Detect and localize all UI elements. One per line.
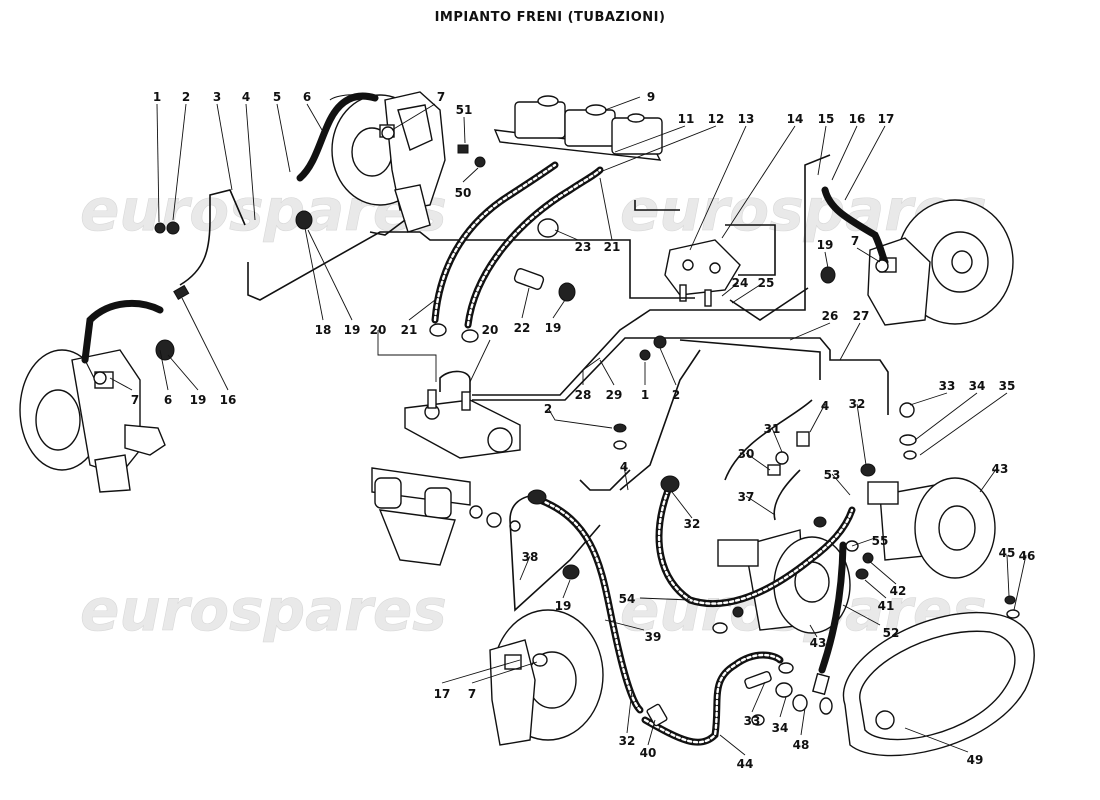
callout-30: 30	[738, 447, 755, 461]
callout-32-right: 32	[849, 397, 866, 411]
callout-37: 37	[738, 490, 755, 504]
callout-53: 53	[824, 468, 841, 482]
callout-39: 39	[645, 630, 662, 644]
brake-disc-front-right	[867, 199, 1014, 326]
callout-42: 42	[890, 584, 907, 598]
callout-19-top-right: 19	[817, 238, 834, 252]
callout-9: 9	[647, 90, 655, 104]
callout-54: 54	[619, 592, 636, 606]
page-title: IMPIANTO FRENI (TUBAZIONI)	[434, 10, 666, 25]
callout-29: 29	[606, 388, 623, 402]
callout-6-left: 6	[164, 393, 172, 407]
brake-disc-rear-right	[489, 609, 604, 746]
small-parts	[93, 126, 1020, 727]
callout-32-bottom: 32	[619, 734, 636, 748]
callout-48: 48	[793, 738, 810, 752]
callout-7-top-right: 7	[851, 234, 859, 248]
callout-41: 41	[878, 599, 895, 613]
callout-52: 52	[883, 626, 900, 640]
callout-50: 50	[455, 186, 472, 200]
callout-19-left: 19	[190, 393, 207, 407]
leader-lines	[109, 96, 1027, 756]
callout-40: 40	[640, 746, 657, 760]
callout-1: 1	[153, 90, 161, 104]
callout-11: 11	[678, 112, 695, 126]
callout-2-mid: 2	[672, 388, 680, 402]
callout-26: 26	[822, 309, 839, 323]
callout-35: 35	[999, 379, 1016, 393]
callout-17: 17	[878, 112, 895, 126]
callout-13: 13	[738, 112, 755, 126]
callout-19-mid-left: 19	[344, 323, 361, 337]
callout-6: 6	[303, 90, 311, 104]
flexible-hoses	[81, 92, 889, 746]
callout-34-top: 34	[969, 379, 986, 393]
callout-21-top: 21	[604, 240, 621, 254]
callout-16: 16	[849, 112, 866, 126]
callout-16-left: 16	[220, 393, 237, 407]
callout-46: 46	[1019, 549, 1036, 563]
callout-43-right: 43	[992, 462, 1009, 476]
callout-17-bottom: 17	[434, 687, 451, 701]
callout-45: 45	[999, 546, 1016, 560]
brake-disc-rear-left	[19, 349, 166, 493]
callout-49: 49	[967, 753, 984, 767]
callout-31: 31	[764, 422, 781, 436]
callout-33-bottom: 33	[744, 714, 761, 728]
callout-43-center: 43	[810, 636, 827, 650]
callout-4: 4	[242, 90, 250, 104]
callout-24: 24	[732, 276, 749, 290]
callout-14: 14	[787, 112, 804, 126]
callout-22: 22	[514, 321, 531, 335]
callout-5: 5	[273, 90, 281, 104]
callout-4-right: 4	[821, 399, 829, 413]
callout-7-left: 7	[131, 393, 139, 407]
callout-7-bottom: 7	[468, 687, 476, 701]
callout-2-lower: 2	[544, 402, 552, 416]
callout-21-mid: 21	[401, 323, 418, 337]
callout-34-bottom: 34	[772, 721, 789, 735]
distribution-block	[664, 239, 741, 307]
callout-27: 27	[853, 309, 870, 323]
callout-32-mid: 32	[684, 517, 701, 531]
callout-1-mid: 1	[641, 388, 649, 402]
callout-3: 3	[213, 90, 221, 104]
callout-20-right: 20	[482, 323, 499, 337]
filter-cover	[842, 612, 1035, 757]
fluid-reservoir-assembly	[493, 95, 663, 161]
callout-20-left: 20	[370, 323, 387, 337]
callout-12: 12	[708, 112, 725, 126]
callout-7: 7	[437, 90, 445, 104]
rigid-pipes	[84, 94, 889, 612]
callout-19-bottom: 19	[555, 599, 572, 613]
callout-33-top: 33	[939, 379, 956, 393]
servo-unit-right	[867, 477, 996, 579]
callout-labels: 1 2 3 4 5 6 7 9 11 12 13 14 15 16 17 51 …	[131, 90, 1036, 771]
manifold-fragment	[371, 467, 521, 566]
watermark-bottom-left: eurospares	[80, 576, 447, 644]
callout-55: 55	[872, 534, 889, 548]
callout-25: 25	[758, 276, 775, 290]
servo-unit-center	[717, 529, 851, 634]
callout-15: 15	[818, 112, 835, 126]
callout-2: 2	[182, 90, 190, 104]
master-cylinder	[404, 389, 521, 459]
callout-18: 18	[315, 323, 332, 337]
callout-38: 38	[522, 550, 539, 564]
callout-28: 28	[575, 388, 592, 402]
callout-19-mid: 19	[545, 321, 562, 335]
callout-44: 44	[737, 757, 754, 771]
callout-23: 23	[575, 240, 592, 254]
callout-51: 51	[456, 103, 473, 117]
callout-4-lower: 4	[620, 460, 628, 474]
